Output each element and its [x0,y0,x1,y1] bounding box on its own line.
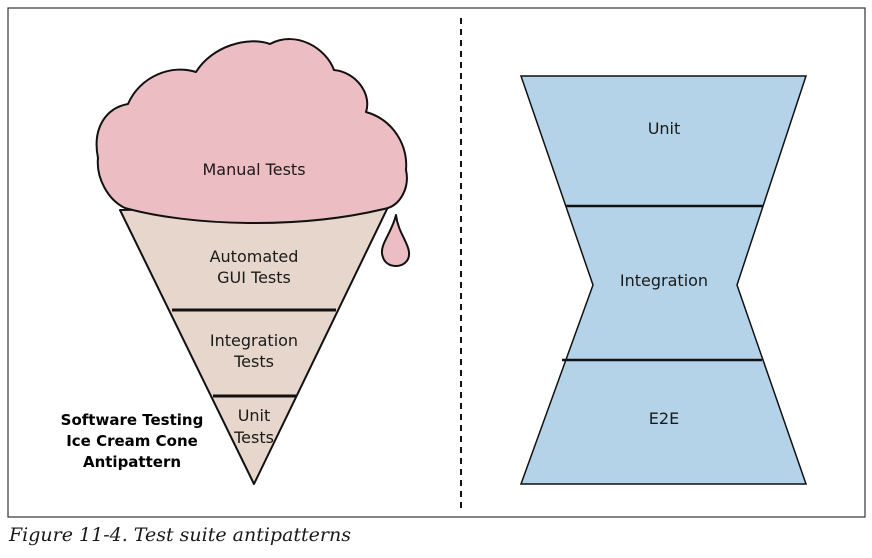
hourglass-shape [519,75,808,485]
hourglass-e2e-label: E2E [649,409,679,428]
ice-cream-cone-group: Manual Tests Automated GUI Tests Integra… [61,38,411,485]
cream-drip-shape [380,214,411,267]
antipattern-caption-line3: Antipattern [83,453,181,471]
cone-unit-tests-label-line1: Unit [238,406,271,425]
cone-gui-tests-label-line2: GUI Tests [217,268,291,287]
antipattern-caption-line1: Software Testing [61,411,204,429]
cone-integration-tests-label-line1: Integration [210,331,298,350]
antipattern-caption-line2: Ice Cream Cone [66,432,198,450]
cream-scoop-shape [95,38,408,225]
hourglass-integration-label: Integration [620,271,708,290]
hourglass-group: Unit Integration E2E [519,75,808,485]
cone-integration-tests-label-line2: Tests [233,352,274,371]
cone-manual-tests-label: Manual Tests [202,160,305,179]
figure-caption: Figure 11-4. Test suite antipatterns [9,524,351,546]
cone-gui-tests-label-line1: Automated [210,247,299,266]
hourglass-unit-label: Unit [648,119,681,138]
cone-unit-tests-label-line2: Tests [233,428,274,447]
